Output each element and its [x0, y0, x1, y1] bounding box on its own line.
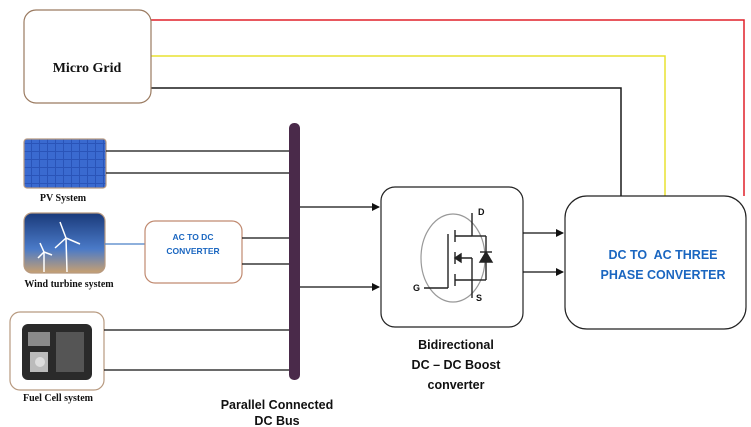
boost-converter-label-1: Bidirectional	[418, 338, 494, 352]
ac-dc-converter-label-1: AC TO DC	[173, 232, 214, 242]
wind-turbine-icon	[23, 212, 106, 274]
dc-bus-bar	[289, 123, 300, 380]
pv-panel-icon	[23, 138, 107, 189]
pv-system-block: PV System	[23, 138, 107, 204]
ac-dc-converter-block: AC TO DC CONVERTER	[144, 220, 243, 284]
wind-turbine-label: Wind turbine system	[24, 279, 114, 290]
mosfet-symbol	[420, 213, 494, 303]
pv-system-label: PV System	[40, 193, 87, 204]
micro-grid-block: Micro Grid	[23, 9, 152, 104]
grid-line-red	[151, 19, 745, 196]
inverter-block: DC TO AC THREE PHASE CONVERTER	[564, 195, 747, 330]
dc-bus-label-1: Parallel Connected	[221, 398, 334, 412]
mosfet-gate-label: G	[413, 283, 420, 293]
dc-bus-label-2: DC Bus	[254, 414, 299, 427]
inverter-label-2: PHASE CONVERTER	[600, 268, 725, 282]
boost-converter-block: D G S	[380, 186, 524, 328]
grid-line-yellow	[151, 55, 666, 196]
fuel-cell-block: Fuel Cell system	[9, 311, 105, 404]
mosfet-drain-label: D	[478, 207, 485, 217]
grid-line-black	[151, 87, 622, 196]
grid-feed-lines	[151, 19, 745, 196]
ac-dc-converter-label-2: CONVERTER	[166, 246, 219, 256]
fuel-cell-label: Fuel Cell system	[23, 393, 94, 404]
inverter-label-1: DC TO AC THREE	[608, 248, 717, 262]
micro-grid-label: Micro Grid	[53, 61, 122, 76]
wind-turbine-block: Wind turbine system	[23, 212, 114, 290]
mosfet-source-label: S	[476, 293, 482, 303]
boost-converter-label-2: DC – DC Boost	[412, 358, 502, 372]
boost-converter-label-3: converter	[428, 378, 485, 392]
